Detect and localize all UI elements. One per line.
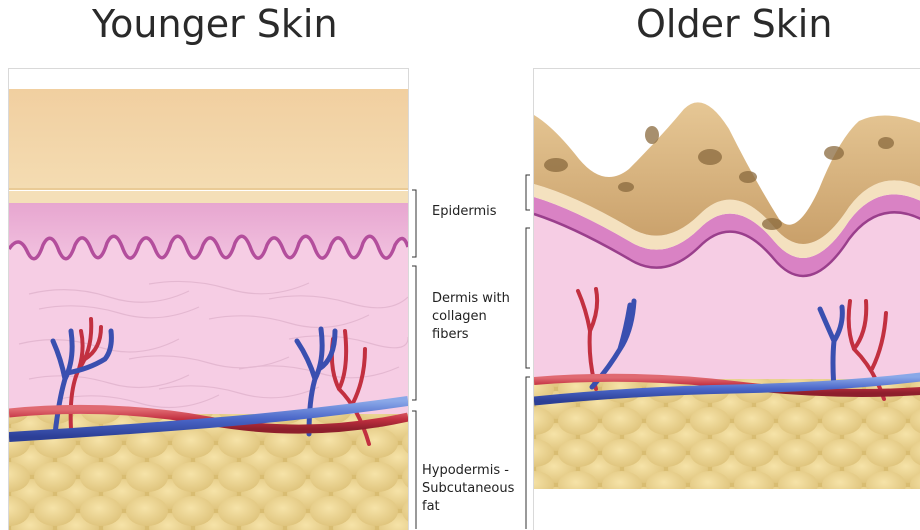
bracket-young-dermis (412, 266, 416, 400)
label-hypodermis-line-2: Subcutaneous (422, 480, 514, 498)
young-epidermis (9, 89, 408, 189)
younger-skin-title: Younger Skin (92, 2, 338, 46)
label-dermis-line-2: collagen (432, 308, 510, 326)
bracket-old-hypodermis (526, 377, 530, 529)
older-skin-title: Older Skin (636, 2, 832, 46)
bracket-young-hypodermis (412, 411, 416, 529)
label-dermis-line-1: Dermis with (432, 290, 510, 308)
younger-skin-illustration (8, 68, 409, 530)
label-dermis: Dermis with collagen fibers (432, 290, 510, 344)
bracket-old-dermis (526, 228, 530, 368)
label-hypodermis-line-1: Hypodermis - (422, 462, 514, 480)
bracket-old-epidermis (526, 175, 530, 210)
bracket-young-epidermis (412, 190, 416, 257)
label-epidermis: Epidermis (432, 203, 497, 221)
older-skin-illustration (533, 68, 920, 530)
label-hypodermis-line-3: fat (422, 498, 514, 516)
label-hypodermis: Hypodermis - Subcutaneous fat (422, 462, 514, 516)
label-dermis-line-3: fibers (432, 326, 510, 344)
